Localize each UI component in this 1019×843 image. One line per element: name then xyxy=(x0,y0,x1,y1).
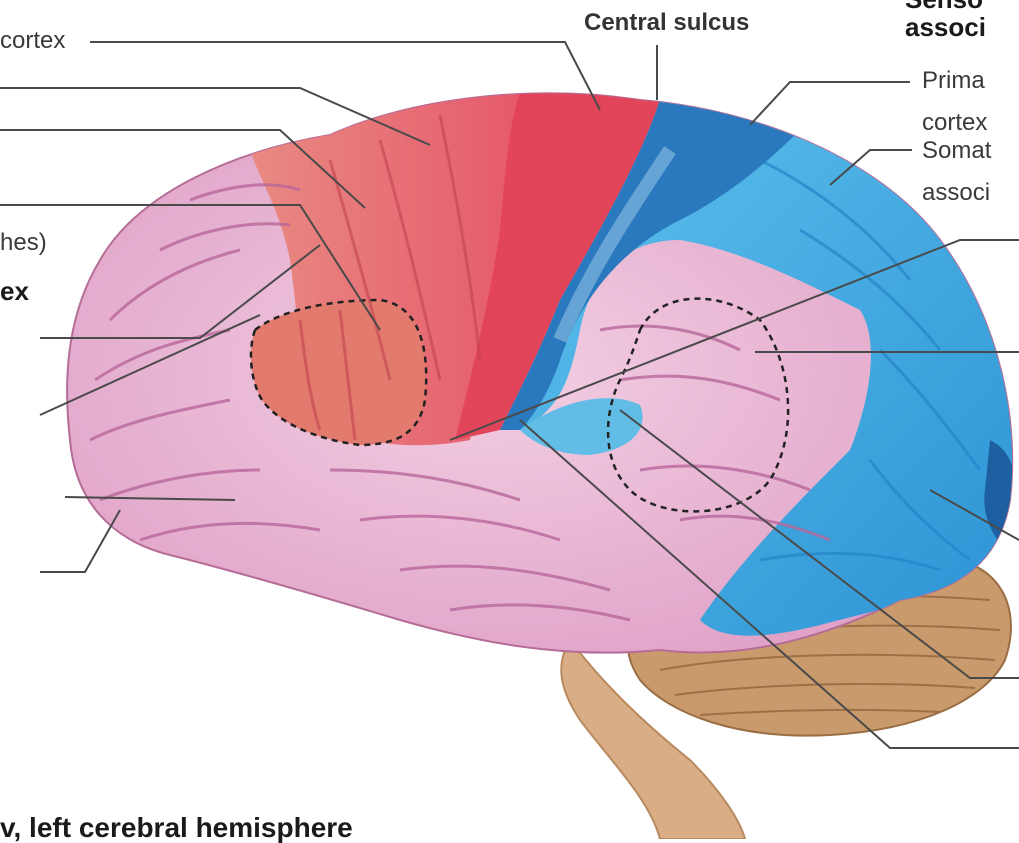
label-left-hes: hes) xyxy=(0,230,47,256)
label-cortex-top-left: cortex xyxy=(0,28,65,54)
label-primary-1: Prima xyxy=(922,68,985,94)
label-left-ex: ex xyxy=(0,278,29,304)
label-primary-2: cortex xyxy=(922,110,987,136)
label-sensory-header-2: associ xyxy=(905,14,986,40)
label-somat-2: associ xyxy=(922,180,990,206)
figure-caption: v, left cerebral hemisphere xyxy=(0,815,353,841)
cerebrum xyxy=(67,90,1019,652)
label-sensory-header-1: Senso xyxy=(905,0,983,12)
label-somat-1: Somat xyxy=(922,138,991,164)
label-central-sulcus: Central sulcus xyxy=(584,10,749,36)
